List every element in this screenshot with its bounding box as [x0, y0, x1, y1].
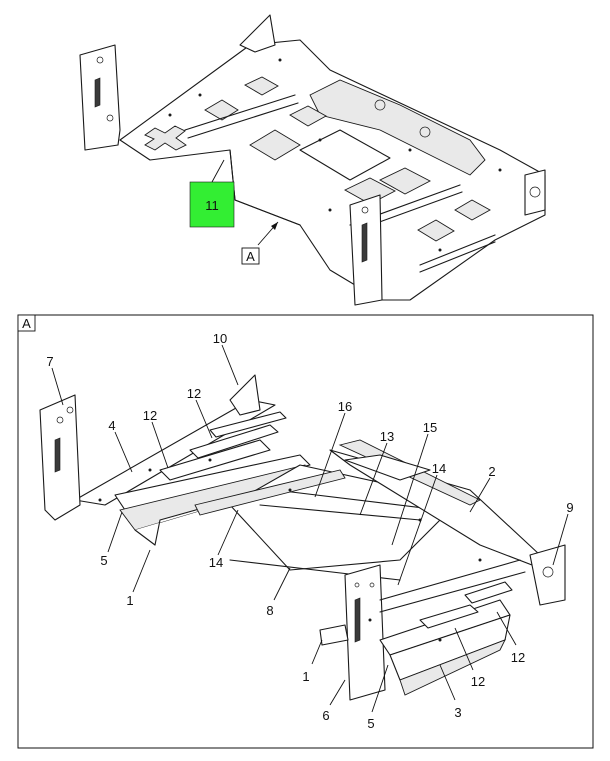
callout-9: 9: [566, 500, 573, 515]
callout-8: 8: [266, 603, 273, 618]
detail-frame-label: A: [22, 316, 31, 331]
view-a-marker[interactable]: A: [241, 221, 279, 265]
callout-11-highlight[interactable]: 11: [189, 159, 235, 228]
callout-14-a: 14: [432, 461, 446, 476]
callout-6: 6: [322, 708, 329, 723]
callout-10: 10: [213, 331, 227, 346]
detail-frame-tag: [17, 314, 36, 332]
callout-12-a: 12: [143, 408, 157, 423]
callout-1-b: 1: [302, 669, 309, 684]
callout-1-a: 1: [126, 593, 133, 608]
callouts: 10 7 12 12 16 13 15 4 14 2 9 5 1 14 8 12: [46, 331, 573, 731]
frame-structure: [39, 374, 566, 701]
callout-4: 4: [108, 418, 115, 433]
callout-5-b: 5: [367, 716, 374, 731]
top-floor-assembly: [79, 14, 546, 306]
callout-11-label: 11: [205, 198, 219, 213]
detail-frame: [17, 314, 594, 749]
callout-12-c: 12: [511, 650, 525, 665]
callout-3: 3: [454, 705, 461, 720]
callout-13: 13: [380, 429, 394, 444]
callout-16: 16: [338, 399, 352, 414]
callout-12-d: 12: [471, 674, 485, 689]
callout-12-b: 12: [187, 386, 201, 401]
callout-7: 7: [46, 354, 53, 369]
callout-14-b: 14: [209, 555, 223, 570]
view-a-label: A: [246, 249, 255, 264]
callout-2: 2: [488, 464, 495, 479]
callout-5-a: 5: [100, 553, 107, 568]
callout-15: 15: [423, 420, 437, 435]
